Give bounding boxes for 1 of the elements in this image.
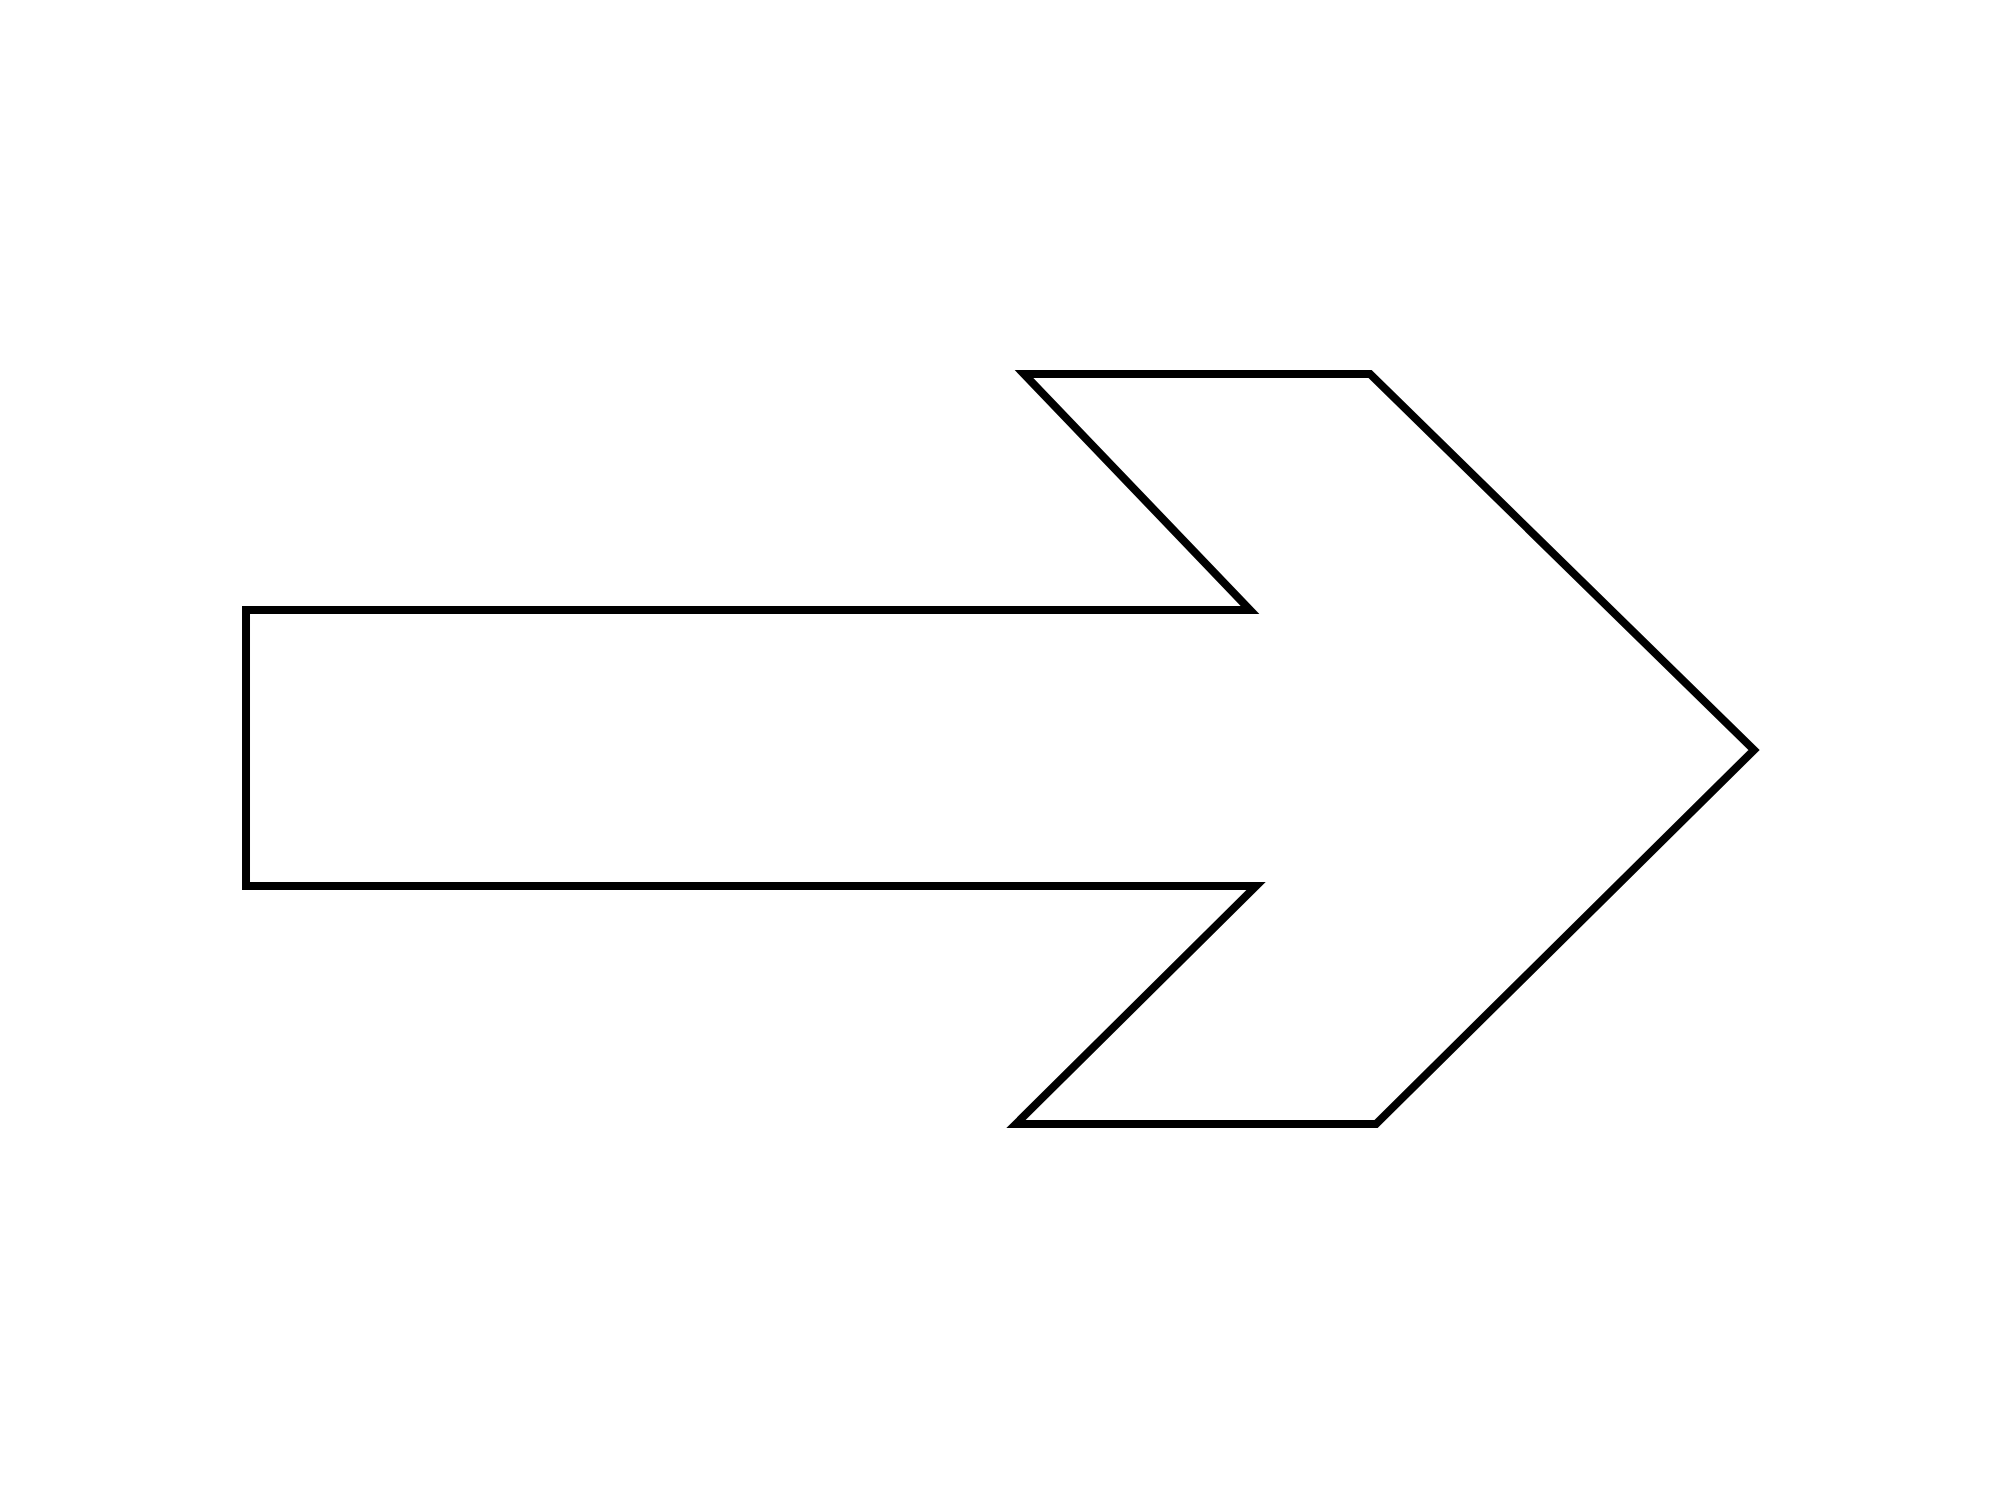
arrow-shape [242,370,1760,1128]
